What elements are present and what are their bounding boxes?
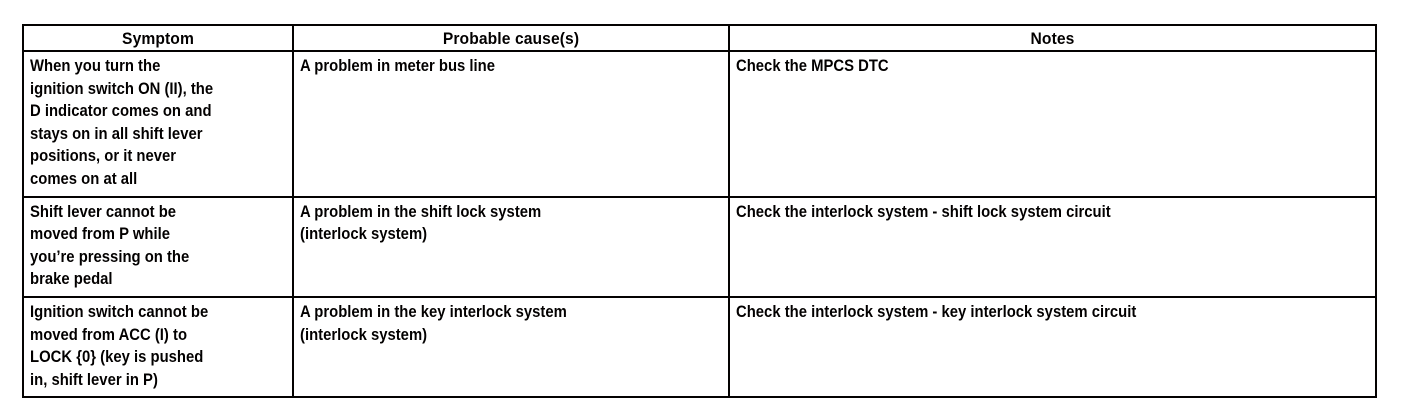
symptom-text: Shift lever cannot be moved from P while…: [30, 202, 190, 289]
table-row: Ignition switch cannot be moved from ACC…: [22, 295, 1377, 399]
notes-text: Check the interlock system - shift lock …: [736, 202, 1111, 221]
cell-symptom: Ignition switch cannot be moved from ACC…: [22, 295, 294, 399]
table-row: Shift lever cannot be moved from P while…: [22, 195, 1377, 298]
table-body: When you turn the ignition switch ON (II…: [22, 50, 1377, 399]
probable-cause-text: A problem in the shift lock system (inte…: [300, 202, 542, 244]
cell-symptom: When you turn the ignition switch ON (II…: [22, 50, 294, 198]
table-header: Symptom Probable cause(s) Notes: [23, 24, 1376, 52]
cell-notes: Check the MPCS DTC: [728, 50, 1377, 198]
table-row: When you turn the ignition switch ON (II…: [22, 50, 1377, 198]
column-header-notes: Notes: [753, 24, 1352, 52]
column-header-probable-cause: Probable cause(s): [309, 24, 713, 52]
cell-notes: Check the interlock system - shift lock …: [728, 195, 1377, 298]
cell-symptom: Shift lever cannot be moved from P while…: [22, 195, 294, 298]
troubleshooting-table-wrapper: Symptom Probable cause(s) Notes When you…: [22, 24, 1377, 399]
cell-notes: Check the interlock system - key interlo…: [728, 295, 1377, 399]
notes-text: Check the MPCS DTC: [736, 57, 889, 75]
symptom-text: When you turn the ignition switch ON (II…: [30, 57, 214, 188]
probable-cause-text: A problem in meter bus line: [300, 57, 496, 75]
cell-probable-cause: A problem in meter bus line: [292, 50, 730, 198]
troubleshooting-table: Symptom Probable cause(s) Notes When you…: [22, 24, 1377, 399]
probable-cause-text: A problem in the key interlock system (i…: [300, 302, 567, 344]
notes-text: Check the interlock system - key interlo…: [736, 302, 1137, 321]
column-header-symptom: Symptom: [32, 24, 284, 52]
header-row: Symptom Probable cause(s) Notes: [23, 24, 1376, 52]
cell-probable-cause: A problem in the key interlock system (i…: [292, 295, 730, 399]
symptom-text: Ignition switch cannot be moved from ACC…: [30, 302, 209, 389]
cell-probable-cause: A problem in the shift lock system (inte…: [292, 195, 730, 298]
